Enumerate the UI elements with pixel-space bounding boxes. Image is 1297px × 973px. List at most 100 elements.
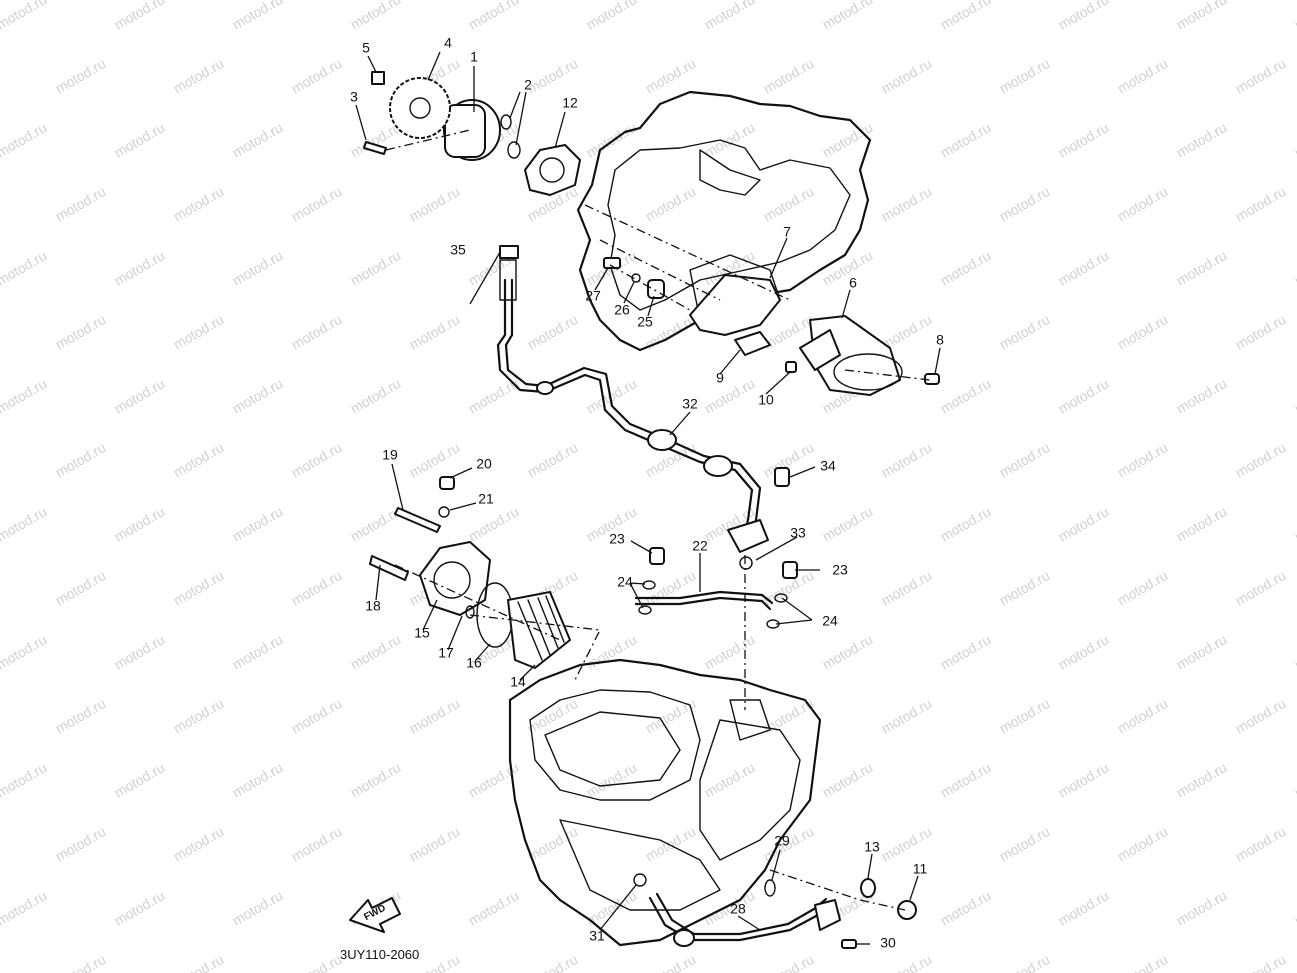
watermark-text: motod.ru (53, 951, 109, 973)
watermark-text: motod.ru (289, 55, 345, 96)
watermark-text: motod.ru (643, 55, 699, 96)
watermark-text: motod.ru (171, 951, 227, 973)
watermark-text: motod.ru (289, 183, 345, 224)
callout-1: 1 (470, 49, 478, 65)
watermark-text: motod.ru (1115, 567, 1171, 608)
watermark-text: motod.ru (997, 55, 1053, 96)
o-ring (764, 879, 776, 897)
watermark-text: motod.ru (525, 55, 581, 96)
bolt (841, 939, 857, 949)
gasket (638, 605, 652, 615)
pipe-banjo (727, 519, 769, 553)
watermark-text: motod.ru (1233, 183, 1289, 224)
watermark-text: motod.ru (997, 695, 1053, 736)
callout-18: 18 (365, 598, 381, 614)
callout-31: 31 (589, 928, 605, 944)
watermark-text: motod.ru (643, 695, 699, 736)
callout-23a: 23 (609, 531, 625, 547)
callout-6: 6 (849, 275, 857, 291)
watermark-text: motod.ru (53, 695, 109, 736)
watermark-text: motod.ru (348, 631, 404, 672)
watermark-text: motod.ru (820, 503, 876, 544)
watermark-text: motod.ru (879, 439, 935, 480)
watermark-text: motod.ru (407, 823, 463, 864)
callout-17: 17 (438, 645, 454, 661)
watermark-text: motod.ru (1292, 247, 1297, 288)
watermark-text: motod.ru (112, 119, 168, 160)
watermark-text: motod.ru (820, 759, 876, 800)
watermark-text: motod.ru (1174, 375, 1230, 416)
bolt (363, 141, 387, 155)
bolt (394, 507, 441, 533)
watermark-text: motod.ru (1174, 887, 1230, 928)
watermark-text: motod.ru (1174, 631, 1230, 672)
watermark-text: motod.ru (584, 631, 640, 672)
watermark-text: motod.ru (53, 567, 109, 608)
watermark-text: motod.ru (702, 0, 758, 33)
watermark-text: motod.ru (1174, 247, 1230, 288)
watermark-text: motod.ru (348, 759, 404, 800)
union-bolt (649, 547, 665, 565)
watermark-text: motod.ru (1233, 823, 1289, 864)
watermark-text: motod.ru (112, 0, 168, 33)
watermark-text: motod.ru (1292, 119, 1297, 160)
watermark-text: motod.ru (53, 311, 109, 352)
callout-32: 32 (682, 396, 698, 412)
watermark-text: motod.ru (938, 119, 994, 160)
callout-26: 26 (614, 302, 630, 318)
callout-16: 16 (466, 655, 482, 671)
oil-strainer (799, 315, 903, 396)
watermark-text: motod.ru (171, 439, 227, 480)
screw (785, 361, 797, 373)
gasket (774, 593, 788, 603)
lower-crankcase (508, 658, 822, 947)
watermark-text: motod.ru (171, 311, 227, 352)
watermark-text: motod.ru (879, 951, 935, 973)
callout-22: 22 (692, 538, 708, 554)
watermark-text: motod.ru (1292, 375, 1297, 416)
o-ring (633, 873, 647, 887)
watermark-text: motod.ru (584, 375, 640, 416)
gasket (860, 878, 876, 898)
watermark-text: motod.ru (348, 503, 404, 544)
watermark-text: motod.ru (407, 311, 463, 352)
callout-33: 33 (790, 525, 806, 541)
gasket (438, 506, 450, 518)
baffle-plate (734, 331, 771, 356)
watermark-text: motod.ru (879, 567, 935, 608)
drain-plug (439, 476, 455, 490)
watermark-text: motod.ru (938, 631, 994, 672)
watermark-text: motod.ru (584, 119, 640, 160)
forward-arrow: FWD (349, 897, 401, 933)
watermark-text: motod.ru (1115, 183, 1171, 224)
watermark-text: motod.ru (938, 0, 994, 33)
watermark-text: motod.ru (820, 0, 876, 33)
bolt (924, 373, 940, 385)
watermark-text: motod.ru (1056, 759, 1112, 800)
watermark-text: motod.ru (938, 375, 994, 416)
diagram-code: 3UY110-2060 (340, 947, 419, 962)
oil-pump (443, 99, 501, 161)
watermark-text: motod.ru (525, 695, 581, 736)
circlip (371, 71, 385, 85)
watermark-text: motod.ru (997, 567, 1053, 608)
watermark-text: motod.ru (407, 439, 463, 480)
strainer-bracket (689, 274, 781, 336)
watermark-text: motod.ru (53, 183, 109, 224)
watermark-text: motod.ru (1292, 0, 1297, 33)
watermark-text: motod.ru (1174, 759, 1230, 800)
watermark-text: motod.ru (643, 951, 699, 973)
watermark-text: motod.ru (230, 119, 286, 160)
callout-11: 11 (913, 861, 928, 877)
watermark-text: motod.ru (53, 55, 109, 96)
oil-pipe (634, 590, 774, 611)
watermark-text: motod.ru (1174, 0, 1230, 33)
watermark-text: motod.ru (820, 119, 876, 160)
watermark-text: motod.ru (0, 631, 49, 672)
watermark-text: motod.ru (879, 823, 935, 864)
callout-13: 13 (864, 839, 880, 855)
watermark-text: motod.ru (997, 183, 1053, 224)
watermark-text: motod.ru (348, 375, 404, 416)
watermark-text: motod.ru (1292, 759, 1297, 800)
